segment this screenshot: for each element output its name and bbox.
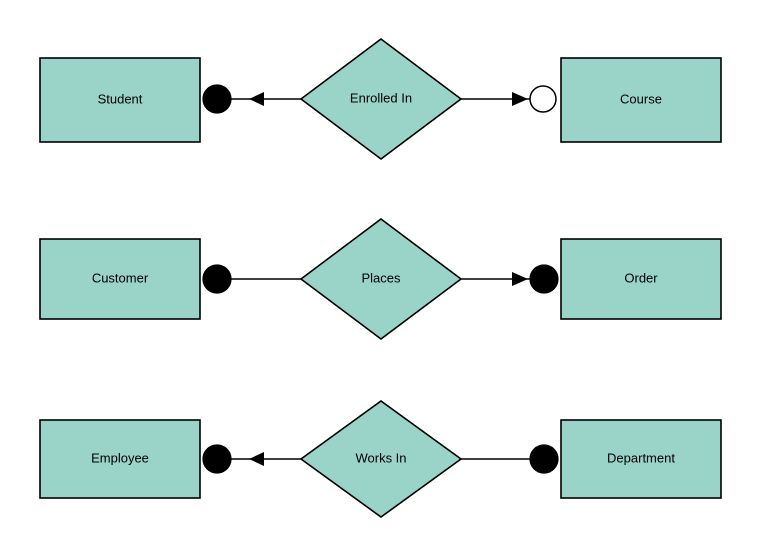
connector-student-enrolled-in[interactable]	[202, 84, 301, 114]
entity-box[interactable]	[560, 57, 722, 143]
entity-box[interactable]	[39, 57, 201, 143]
relationship-label-enrolled-in: Enrolled In	[350, 90, 412, 105]
entity-label-student: Student	[98, 91, 143, 106]
relationship-label-places: Places	[361, 270, 401, 285]
relationship-row-places: Customer Places Order	[39, 218, 722, 340]
entity-box[interactable]	[560, 238, 722, 320]
relationship-places[interactable]: Places	[299, 218, 463, 340]
entity-box[interactable]	[560, 419, 722, 499]
entity-course[interactable]: Course	[560, 57, 722, 143]
entity-label-course: Course	[620, 91, 662, 106]
relationship-row-works-in: Employee Works In Department	[39, 400, 722, 518]
connector-works-in-department[interactable]	[461, 444, 559, 474]
relationship-enrolled-in[interactable]: Enrolled In	[299, 38, 463, 160]
cardinality-filled-circle-icon[interactable]	[529, 444, 559, 474]
connector-customer-places[interactable]	[202, 264, 301, 294]
entity-employee[interactable]: Employee	[39, 419, 201, 499]
cardinality-filled-circle-icon[interactable]	[202, 264, 232, 294]
relationship-diamond[interactable]	[299, 218, 463, 340]
entity-student[interactable]: Student	[39, 57, 201, 143]
arrowhead-left-icon	[249, 92, 264, 106]
relationship-label-works-in: Works In	[355, 450, 406, 465]
entity-customer[interactable]: Customer	[39, 238, 201, 320]
relationship-works-in[interactable]: Works In	[299, 400, 463, 518]
entity-label-employee: Employee	[91, 450, 149, 465]
entity-box[interactable]	[39, 238, 201, 320]
connector-enrolled-in-course[interactable]	[461, 85, 557, 113]
arrowhead-right-icon	[512, 92, 528, 106]
arrowhead-left-icon	[249, 452, 264, 466]
relationship-row-enrolled-in: Student Enrolled In Course	[39, 38, 722, 160]
cardinality-filled-circle-icon[interactable]	[529, 264, 559, 294]
entity-box[interactable]	[39, 419, 201, 499]
entity-label-order: Order	[624, 270, 658, 285]
connector-places-order[interactable]	[461, 264, 559, 294]
entity-department[interactable]: Department	[560, 419, 722, 499]
entity-label-department: Department	[607, 450, 675, 465]
entity-order[interactable]: Order	[560, 238, 722, 320]
cardinality-filled-circle-icon[interactable]	[202, 444, 232, 474]
cardinality-filled-circle-icon[interactable]	[202, 84, 232, 114]
arrowhead-right-icon	[512, 272, 528, 286]
relationship-diamond[interactable]	[299, 400, 463, 518]
entity-label-customer: Customer	[92, 270, 149, 285]
cardinality-hollow-circle-icon[interactable]	[529, 85, 557, 113]
connector-employee-works-in[interactable]	[202, 444, 301, 474]
relationship-diamond[interactable]	[299, 38, 463, 160]
